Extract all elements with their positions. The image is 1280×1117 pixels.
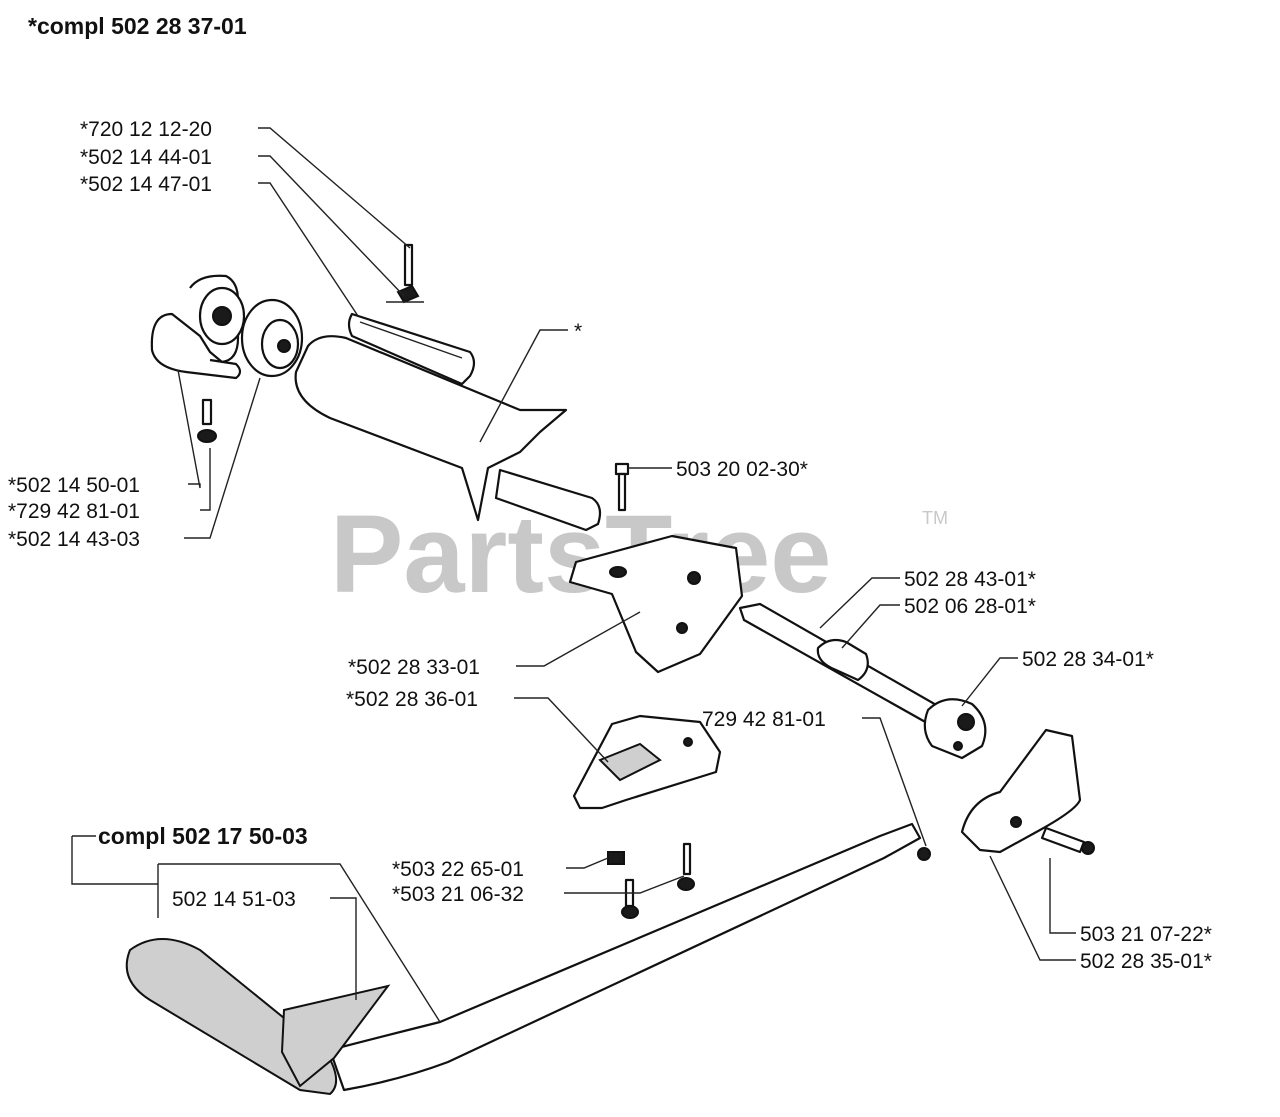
diagram-title: *compl 502 28 37-01 bbox=[28, 13, 247, 39]
part-label: 729 42 81-01 bbox=[702, 708, 826, 731]
trademark-mark: TM bbox=[922, 508, 948, 528]
part-label: 502 28 43-01* bbox=[904, 568, 1036, 591]
screw-part bbox=[197, 398, 217, 443]
part-label: *502 28 33-01 bbox=[348, 656, 480, 679]
cover-plate-part bbox=[960, 728, 1082, 854]
part-label: 502 06 28-01* bbox=[904, 595, 1036, 618]
handle-cover-part bbox=[347, 312, 476, 386]
shaft-coupling-part bbox=[923, 698, 987, 760]
coupling-screw-part bbox=[917, 847, 931, 861]
clamp-bracket-upper-part bbox=[568, 534, 744, 674]
part-label: 503 21 07-22* bbox=[1080, 923, 1212, 946]
part-label: 502 28 35-01* bbox=[1080, 950, 1212, 973]
part-label: 503 20 02-30* bbox=[676, 458, 808, 481]
throttle-trigger-part bbox=[150, 274, 246, 380]
part-label: *502 14 43-03 bbox=[8, 528, 140, 551]
part-label: * bbox=[574, 320, 582, 343]
part-label: *720 12 12-20 bbox=[80, 118, 212, 141]
part-label: 502 14 51-03 bbox=[172, 888, 296, 911]
part-label: *503 21 06-32 bbox=[392, 883, 524, 906]
drive-shaft-part bbox=[738, 602, 954, 730]
clamp-bracket-lower-part bbox=[572, 714, 722, 810]
bracket-screw-part bbox=[614, 462, 630, 512]
switch-wheel-part bbox=[240, 298, 304, 378]
part-label: *502 28 36-01 bbox=[346, 688, 478, 711]
part-label: 502 28 34-01* bbox=[1022, 648, 1154, 671]
group-label: compl 502 17 50-03 bbox=[98, 823, 308, 849]
pin-part bbox=[386, 243, 424, 304]
handle-housing-part bbox=[294, 335, 602, 532]
part-label: *503 22 65-01 bbox=[392, 858, 524, 881]
nut-bolt-part bbox=[607, 842, 695, 919]
part-label: *729 42 81-01 bbox=[8, 500, 140, 523]
leader-lines bbox=[71, 127, 1076, 1023]
part-label: *502 14 50-01 bbox=[8, 474, 140, 497]
cover-screw-part bbox=[1040, 826, 1095, 855]
part-label: *502 14 47-01 bbox=[80, 173, 212, 196]
loop-handle-part bbox=[125, 822, 922, 1096]
part-label: *502 14 44-01 bbox=[80, 146, 212, 169]
